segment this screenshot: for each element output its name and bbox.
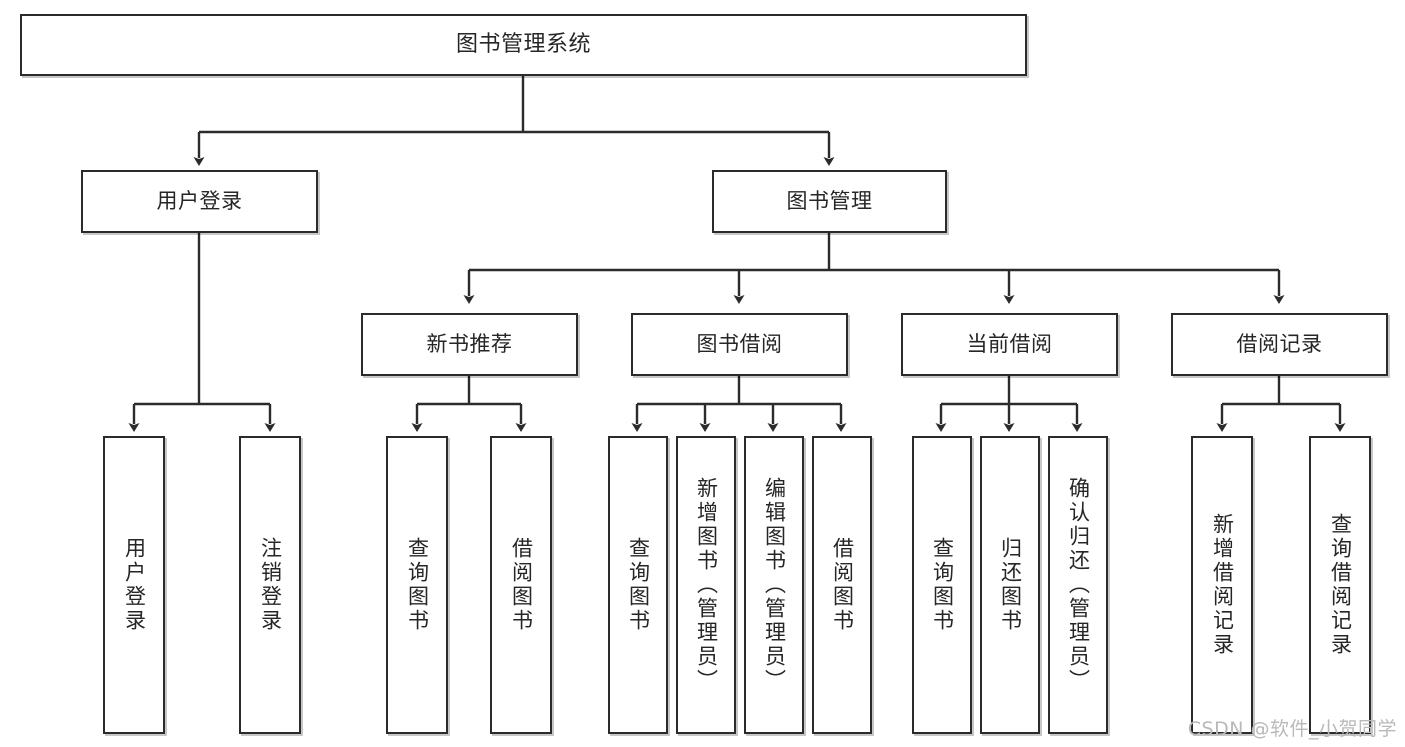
node-label: 查询图书 — [405, 537, 430, 633]
node-label: 查询图书 — [930, 537, 955, 633]
node-label: 新增图书（管理员） — [694, 477, 719, 693]
csdn-watermark: CSDN @软件_小贺同学 — [1187, 718, 1397, 740]
node-new-book-recommend[interactable]: 新书推荐 — [361, 313, 578, 376]
leaf-borrow-add-book-admin[interactable]: 新增图书（管理员） — [676, 436, 736, 734]
leaf-recommend-query-book[interactable]: 查询图书 — [386, 436, 448, 734]
leaf-borrow-query-book[interactable]: 查询图书 — [608, 436, 668, 734]
node-label: 图书管理 — [786, 189, 873, 214]
node-label: 用户登录 — [122, 537, 147, 633]
node-label: 新增借阅记录 — [1210, 513, 1235, 657]
node-root-system[interactable]: 图书管理系统 — [20, 14, 1027, 76]
node-label: 归还图书 — [998, 537, 1023, 633]
node-label: 注销登录 — [258, 537, 283, 633]
leaf-borrow-borrow-book[interactable]: 借阅图书 — [812, 436, 872, 734]
node-label: 查询借阅记录 — [1328, 513, 1353, 657]
node-label: 用户登录 — [156, 189, 243, 214]
node-label: 查询图书 — [626, 537, 651, 633]
node-label: 编辑图书（管理员） — [762, 477, 787, 693]
node-label: 新书推荐 — [426, 332, 513, 357]
node-label: 图书借阅 — [696, 332, 783, 357]
leaf-user-login[interactable]: 用户登录 — [103, 436, 165, 734]
leaf-record-add-record[interactable]: 新增借阅记录 — [1191, 436, 1253, 734]
leaf-user-logout[interactable]: 注销登录 — [239, 436, 301, 734]
node-label: 借阅图书 — [509, 537, 534, 633]
leaf-current-query-book[interactable]: 查询图书 — [912, 436, 972, 734]
leaf-current-return-book[interactable]: 归还图书 — [980, 436, 1040, 734]
node-label: 当前借阅 — [966, 332, 1053, 357]
node-borrow-record[interactable]: 借阅记录 — [1171, 313, 1388, 376]
leaf-borrow-edit-book-admin[interactable]: 编辑图书（管理员） — [744, 436, 804, 734]
node-label: 借阅记录 — [1236, 332, 1323, 357]
leaf-current-confirm-return-admin[interactable]: 确认归还（管理员） — [1048, 436, 1108, 734]
node-label: 借阅图书 — [830, 537, 855, 633]
node-current-borrow[interactable]: 当前借阅 — [901, 313, 1118, 376]
node-label: 图书管理系统 — [455, 32, 591, 58]
leaf-recommend-borrow-book[interactable]: 借阅图书 — [490, 436, 552, 734]
leaf-record-query-record[interactable]: 查询借阅记录 — [1309, 436, 1371, 734]
node-book-borrow[interactable]: 图书借阅 — [631, 313, 848, 376]
node-book-management[interactable]: 图书管理 — [712, 170, 947, 233]
node-label: 确认归还（管理员） — [1066, 477, 1091, 693]
node-user-login[interactable]: 用户登录 — [81, 170, 318, 233]
